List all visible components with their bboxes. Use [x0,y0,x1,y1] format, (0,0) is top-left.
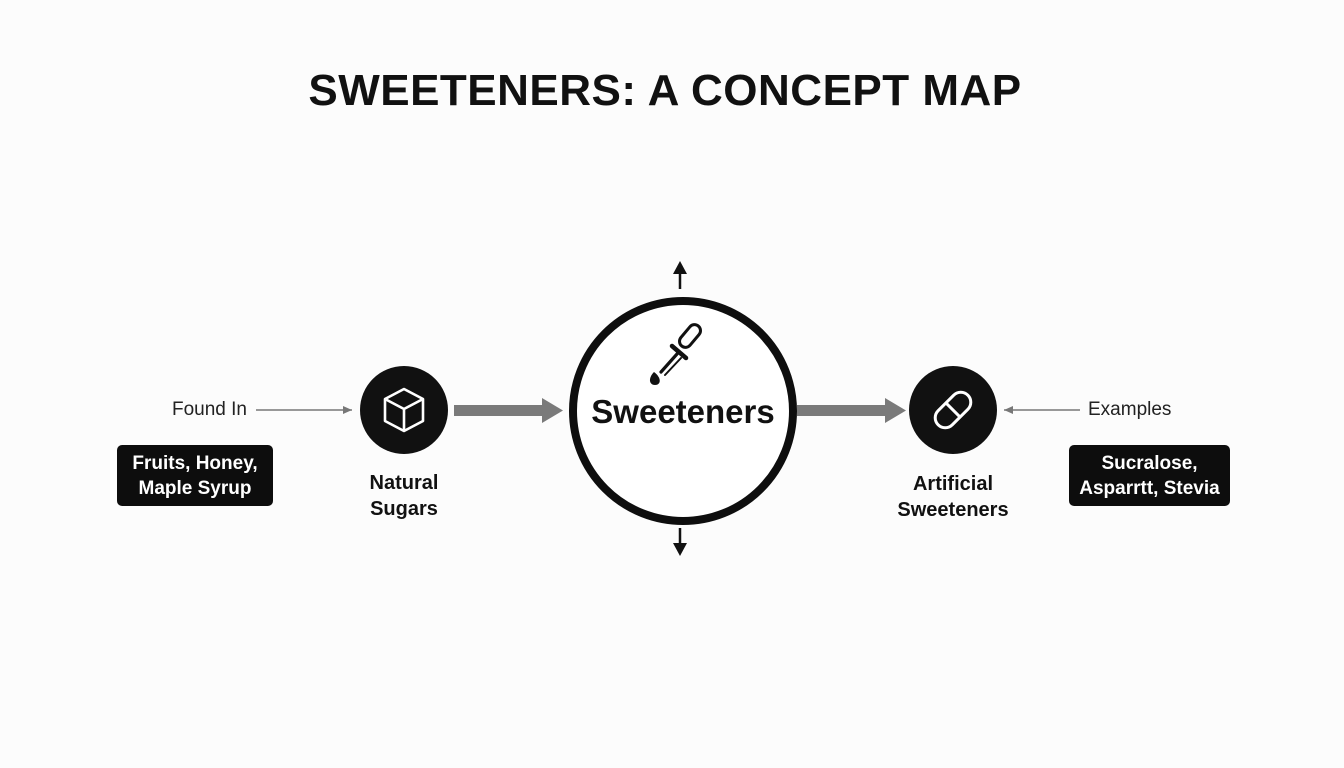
page-title: SWEETENERS: A CONCEPT MAP [308,66,1022,115]
pill-icon [933,390,973,430]
artificial-examples-line2: Asparrtt, Stevia [1079,477,1220,499]
found-in-label: Found In [172,399,247,420]
up-arrow [673,261,687,289]
natural-sugars-label-line2: Sugars [370,498,438,520]
artificial-sweeteners-label: Artificial Sweeteners [883,471,1023,523]
artificial-sweeteners-node [909,366,997,454]
hub-to-artificial-arrow [797,398,906,423]
natural-sugars-label-line1: Natural [369,472,439,494]
examples-label: Examples [1088,399,1172,420]
natural-sugars-node [360,366,448,454]
natural-examples-line1: Fruits, Honey, [132,452,258,474]
natural-examples-badge: Fruits, Honey, Maple Syrup [117,445,273,506]
natural-sugars-label: Natural Sugars [344,470,464,522]
artificial-sweeteners-label-line2: Sweeteners [897,499,1009,521]
natural-to-hub-arrow [454,398,563,423]
down-arrow [673,528,687,556]
hub-label: Sweeteners [591,393,775,430]
cube-icon [383,387,425,433]
artificial-sweeteners-label-line1: Artificial [912,473,994,495]
dropper-icon [649,323,702,385]
natural-examples-line2: Maple Syrup [138,477,252,499]
artificial-examples-line1: Sucralose, [1101,452,1198,474]
artificial-examples-badge: Sucralose, Asparrtt, Stevia [1069,445,1230,506]
